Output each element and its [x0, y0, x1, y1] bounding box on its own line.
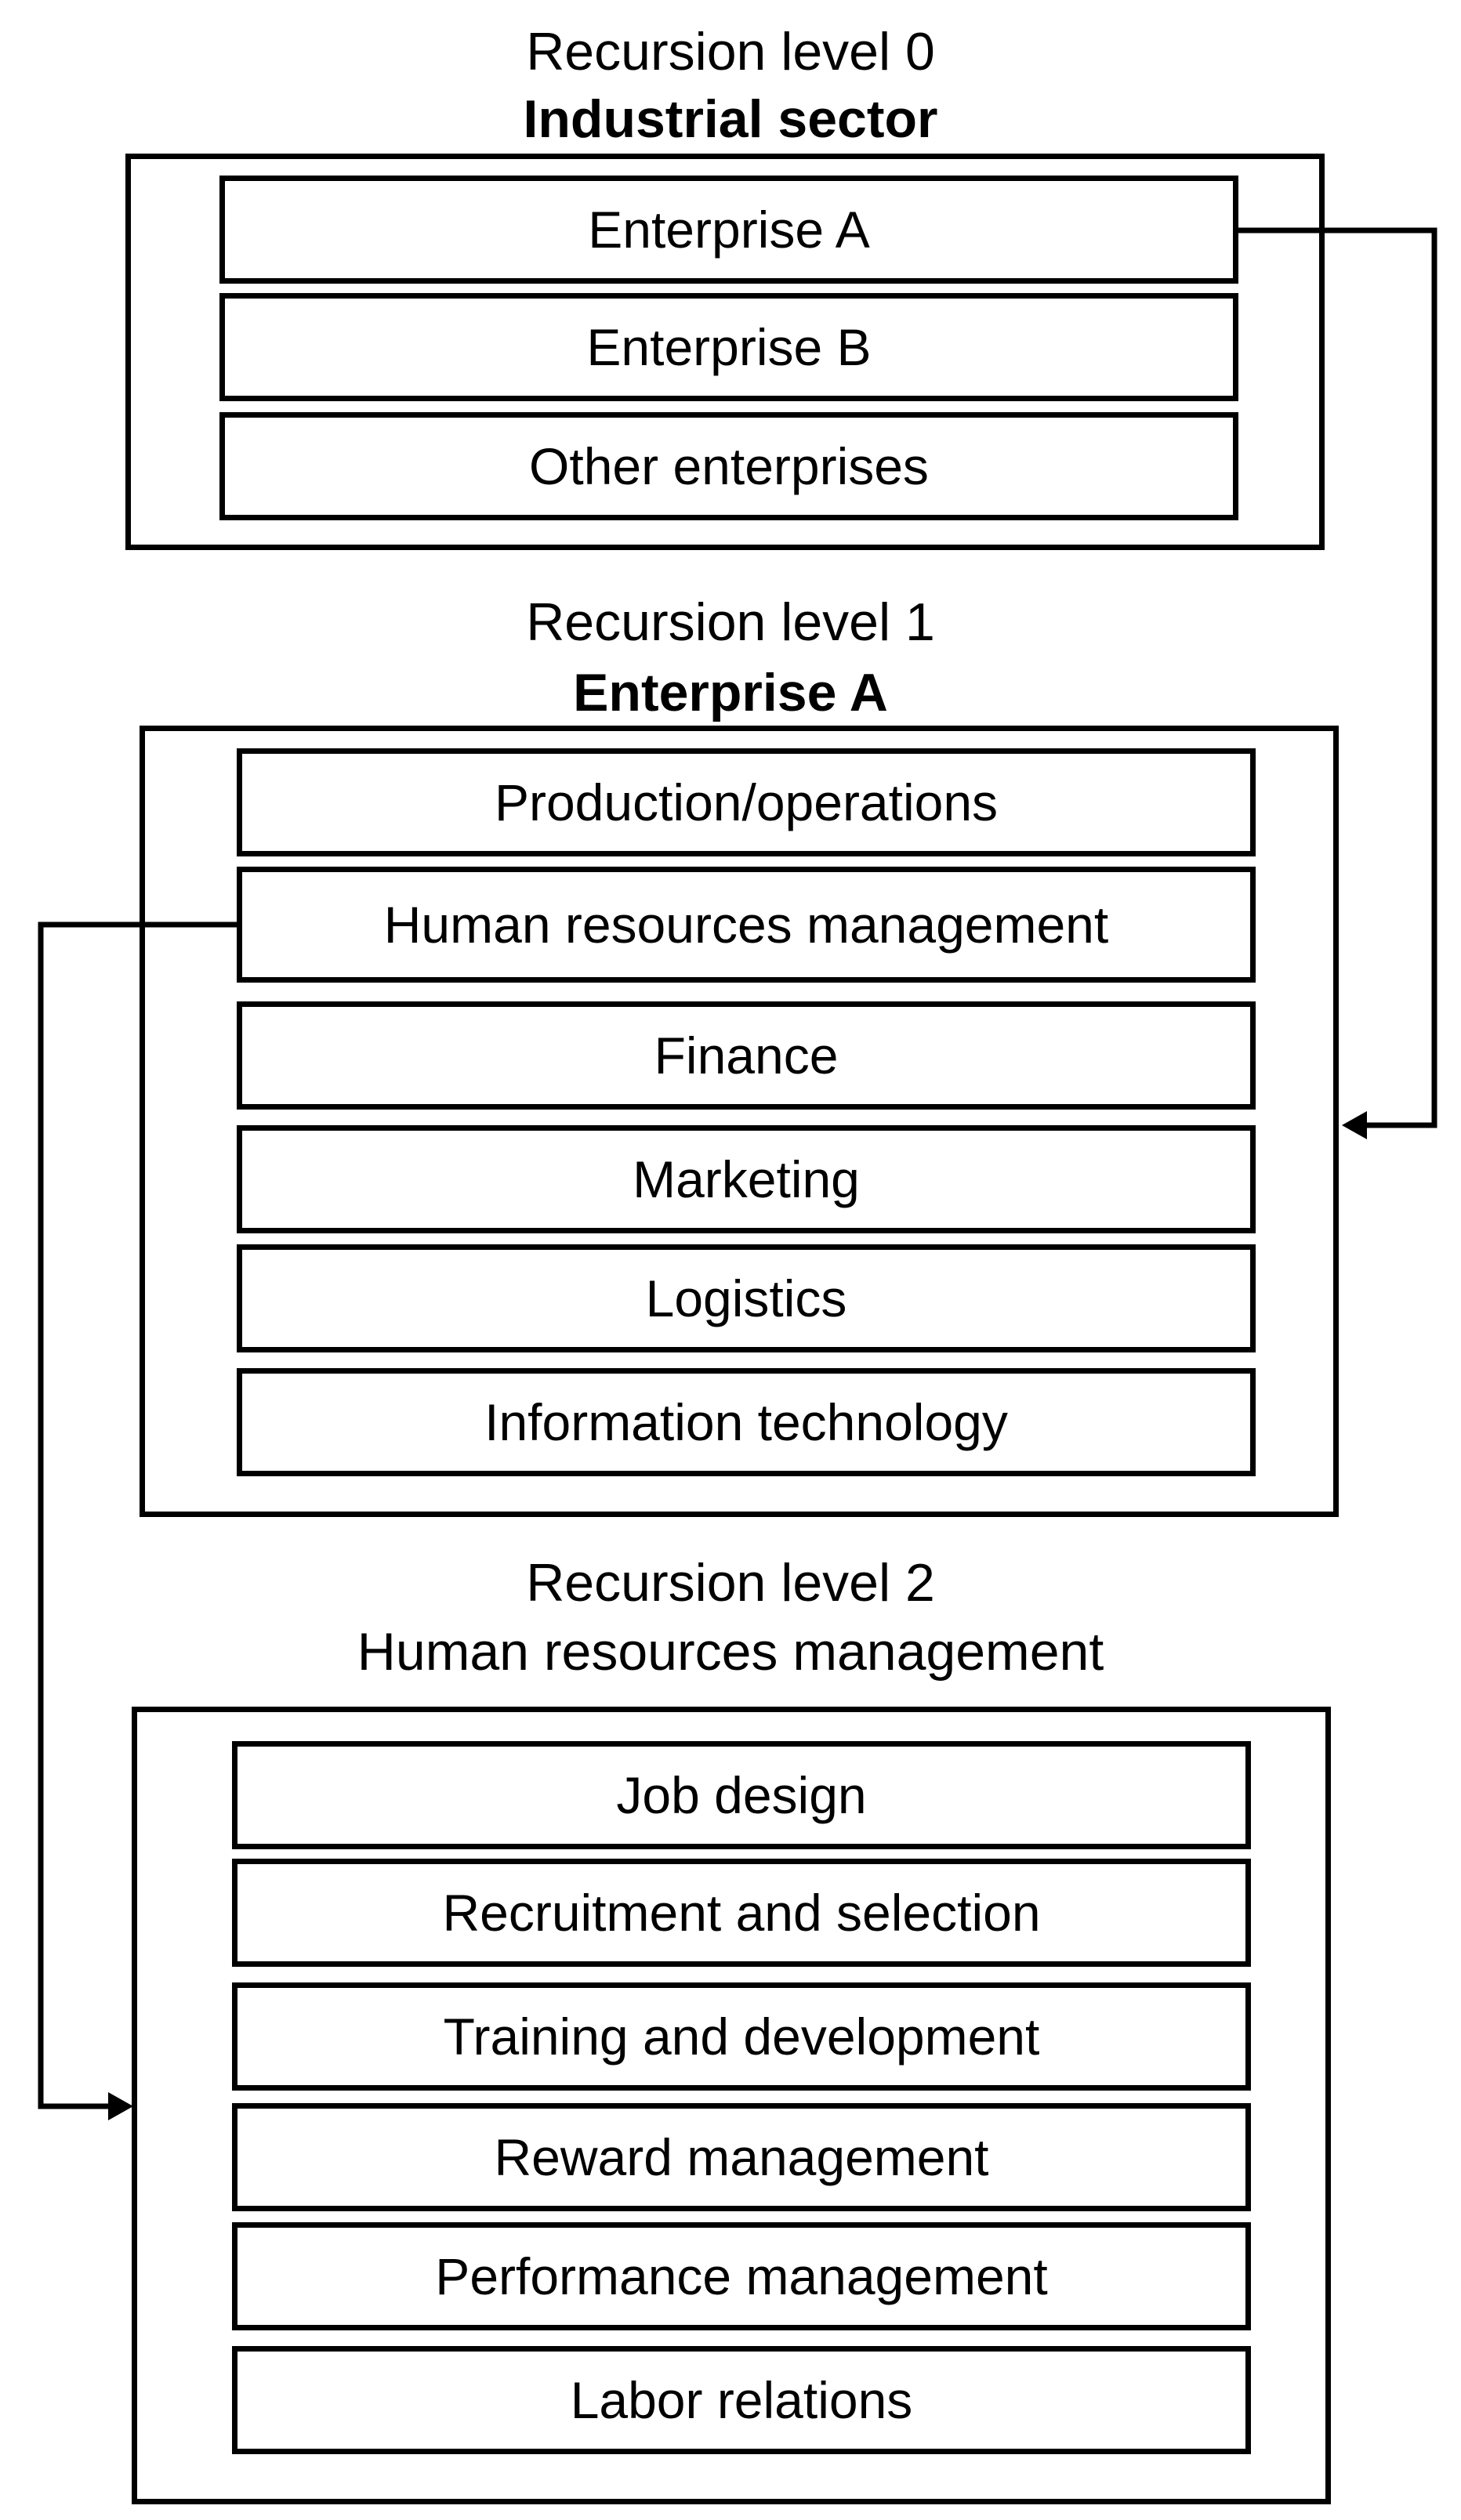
level1-subheading: Enterprise A — [573, 663, 888, 722]
level0-subheading: Industrial sector — [523, 89, 938, 149]
level0-frame — [125, 154, 1325, 550]
level2-item-training: Training and development — [232, 1982, 1251, 2091]
level2-item-performance: Performance management — [232, 2222, 1251, 2330]
level2-heading: Recursion level 2 — [526, 1553, 935, 1613]
arrow-enterprise-a-to-level1 — [1237, 227, 1437, 1128]
level1-frame — [140, 726, 1339, 1517]
arrowhead-level2 — [108, 2092, 133, 2120]
level0-item-enterprise-a: Enterprise A — [219, 176, 1238, 284]
level1-item-production: Production/operations — [237, 748, 1256, 856]
level1-item-finance: Finance — [237, 1001, 1256, 1110]
level0-heading: Recursion level 0 — [526, 22, 935, 81]
arrowhead-level1 — [1342, 1111, 1367, 1139]
level1-item-human-resources: Human resources management — [237, 867, 1256, 983]
level2-item-recruitment: Recruitment and selection — [232, 1859, 1251, 1967]
level2-item-labor-relations: Labor relations — [232, 2346, 1251, 2454]
level1-item-marketing: Marketing — [237, 1125, 1256, 1233]
level0-item-enterprise-b: Enterprise B — [219, 293, 1238, 401]
level2-item-reward: Reward management — [232, 2103, 1251, 2211]
level2-subheading: Human resources management — [357, 1622, 1104, 1682]
level2-frame — [132, 1707, 1331, 2504]
level1-heading: Recursion level 1 — [526, 592, 935, 652]
level0-item-other-enterprises: Other enterprises — [219, 412, 1238, 520]
arrow-hr-to-level2 — [38, 921, 238, 2109]
level2-item-job-design: Job design — [232, 1741, 1251, 1849]
level1-item-logistics: Logistics — [237, 1244, 1256, 1352]
level1-item-information-technology: Information technology — [237, 1368, 1256, 1476]
